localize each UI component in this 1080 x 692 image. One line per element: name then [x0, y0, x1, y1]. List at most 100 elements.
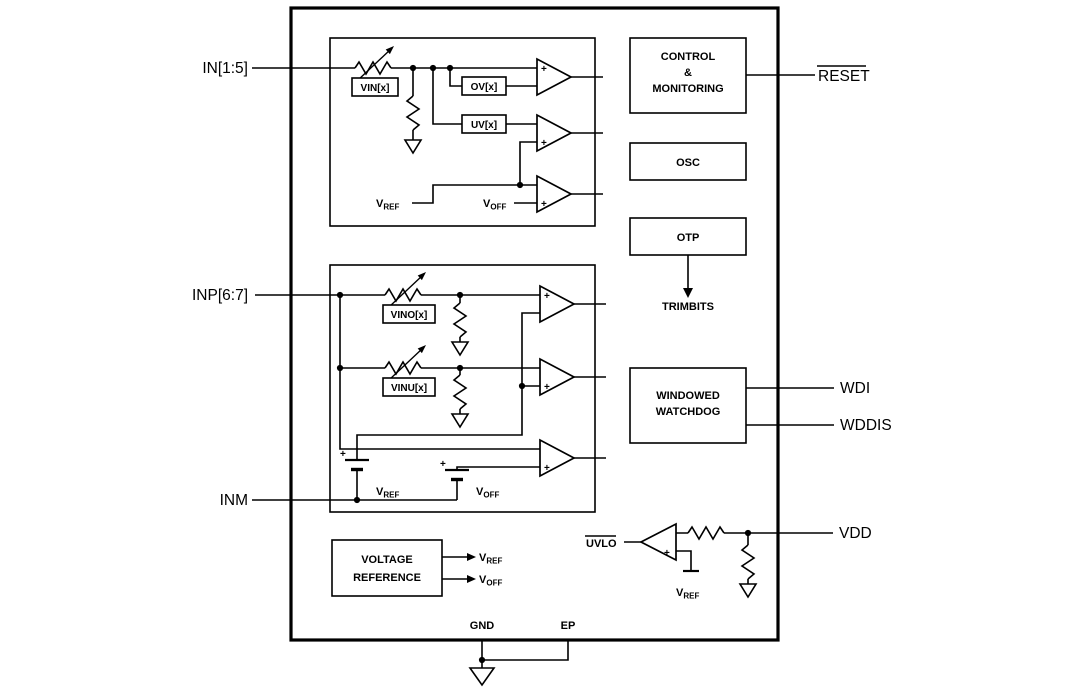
arrowhead-vin — [385, 46, 394, 55]
wdi-pin-label: WDI — [840, 380, 870, 397]
bottom-section: VOLTAGE REFERENCE VREF VOFF UVLO + VREF … — [331, 522, 833, 687]
junction-dot — [478, 656, 486, 664]
var-resistor-arrow-vino — [388, 274, 424, 308]
wire-ep-external — [482, 640, 569, 661]
pin-labels: IN[1:5] INP[6:7] INM RESET WDI WDDIS VDD — [192, 60, 892, 542]
inp-pin-label: INP[6:7] — [192, 287, 248, 304]
vinu-label: VINU[x] — [391, 383, 427, 394]
uv-label: UV[x] — [471, 120, 497, 131]
watchdog-label-2: WATCHDOG — [656, 406, 721, 418]
compB-plus-sign: + — [544, 382, 550, 393]
diagram-root: VIN[x] OV[x] UV[x] VREF VOFF + + + — [192, 6, 892, 687]
voff-label-mid: VOFF — [476, 486, 499, 500]
junction-dot — [409, 64, 417, 72]
uvlo-label: UVLO — [586, 538, 617, 550]
vref-label-mid: VREF — [376, 486, 399, 500]
battery-voff-plus-sign: + — [440, 459, 446, 470]
ground-symbol-4 — [738, 583, 758, 599]
wire-uv-branch — [432, 68, 462, 125]
arrowhead-trimbits — [683, 288, 693, 298]
resistor-symbol-shunt2 — [452, 302, 468, 338]
resistor-symbol-vdd-series — [687, 525, 725, 541]
ground-symbol-2 — [450, 341, 470, 357]
vino-label: VINO[x] — [391, 310, 428, 321]
gnd-pin-label: GND — [470, 620, 495, 632]
control-monitoring-block — [629, 37, 747, 114]
trimbits-label: TRIMBITS — [662, 301, 714, 313]
voltage-reference-label-1: VOLTAGE — [361, 554, 413, 566]
ov-label: OV[x] — [471, 82, 498, 93]
wire-uvlo-vref — [676, 550, 692, 571]
arrowhead-vref-out — [467, 553, 476, 561]
top-monitor-section: VIN[x] OV[x] UV[x] VREF VOFF + + + — [252, 46, 603, 214]
junction-dot — [353, 496, 361, 504]
resistor-symbol-vdd-shunt — [740, 544, 756, 580]
var-resistor-arrow-vin — [356, 48, 392, 82]
ground-symbol-1 — [403, 139, 423, 155]
comparator-symbol-off — [536, 174, 573, 214]
vdd-pin-label: VDD — [839, 525, 872, 542]
junction-dot — [744, 529, 752, 537]
ep-pin-label: EP — [561, 620, 576, 632]
wddis-pin-label: WDDIS — [840, 417, 892, 434]
osc-block — [629, 142, 747, 181]
ground-symbol-external — [468, 667, 496, 687]
junction-dot — [429, 64, 437, 72]
comparator-symbol-inp-uv — [539, 357, 576, 397]
chip-outline — [289, 6, 780, 642]
voff-label-top: VOFF — [483, 198, 506, 212]
ov-label-box — [461, 76, 507, 96]
comparator-symbol-uv — [536, 113, 573, 153]
voff-out-label: VOFF — [479, 574, 502, 588]
comparator-symbol-uvlo — [639, 522, 677, 562]
control-label-2: & — [684, 67, 692, 79]
inm-pin-label: INM — [220, 492, 248, 509]
otp-block — [629, 217, 747, 256]
comparator-symbol-inp-off — [539, 438, 576, 478]
resistor-symbol-vin — [354, 60, 392, 76]
junction-dot — [336, 364, 344, 372]
osc-label: OSC — [676, 157, 700, 169]
in-pin-label: IN[1:5] — [202, 60, 248, 77]
watchdog-label-1: WINDOWED — [656, 390, 720, 402]
uvlo-plus-sign: + — [664, 548, 670, 559]
reset-pin-label: RESET — [818, 68, 870, 85]
resistor-symbol-shunt3 — [452, 374, 468, 410]
junction-dot — [336, 291, 344, 299]
wire-ov-branch — [449, 68, 462, 87]
uv-label-box — [461, 114, 507, 134]
junction-dot — [516, 181, 524, 189]
comp2-plus-sign: + — [541, 138, 547, 149]
resistor-symbol-vino — [384, 287, 422, 303]
comparator-symbol-inp-ov — [539, 284, 576, 324]
vino-label-box — [382, 304, 436, 324]
compC-plus-sign: + — [544, 463, 550, 474]
junction-dot — [446, 64, 454, 72]
voltage-reference-label-2: REFERENCE — [353, 572, 421, 584]
var-resistor-arrow-vinu — [388, 347, 424, 381]
vinu-label-box — [382, 377, 436, 397]
resistor-symbol-shunt1 — [405, 95, 421, 131]
otp-label: OTP — [677, 232, 700, 244]
comparator-symbol-ov — [536, 57, 573, 97]
control-label-1: CONTROL — [661, 51, 716, 63]
vin-label: VIN[x] — [361, 83, 390, 94]
windowed-watchdog-block — [629, 367, 747, 444]
wire-vref-top — [412, 184, 537, 204]
junction-dot — [518, 382, 526, 390]
arrowhead-vino — [417, 272, 426, 281]
arrowhead-voff-out — [467, 575, 476, 583]
middle-monitor-section: VINO[x] VINU[x] VREF VOFF + + + + + — [252, 272, 606, 504]
wire-vref-distribution — [356, 312, 540, 460]
comp3-plus-sign: + — [541, 199, 547, 210]
vref-out-label: VREF — [479, 552, 502, 566]
control-label-3: MONITORING — [652, 83, 723, 95]
resistor-symbol-vinu — [384, 360, 422, 376]
comp1-plus-sign: + — [541, 64, 547, 75]
arrowhead-vinu — [417, 345, 426, 354]
vref-label-top: VREF — [376, 198, 399, 212]
ground-symbol-3 — [450, 413, 470, 429]
wire-inp-vertical — [339, 295, 540, 450]
